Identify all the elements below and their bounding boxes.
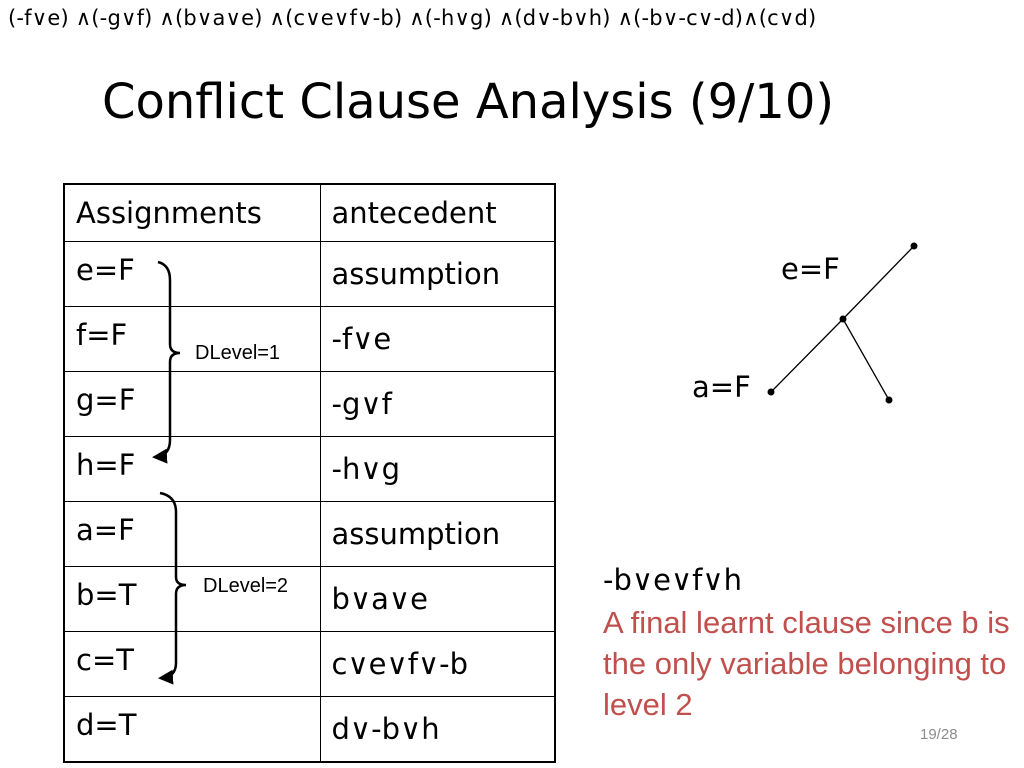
antecedent-cell: c∨e∨f∨-b	[319, 631, 556, 697]
graph-edge	[842, 318, 890, 401]
node-label-e: e=F	[781, 252, 840, 286]
assignment-cell: h=F	[63, 436, 321, 502]
assignment-cell: d=T	[63, 696, 321, 763]
table-row: a=F assumption	[63, 501, 556, 567]
learnt-clause-note: A final learnt clause since b is the onl…	[603, 605, 1010, 722]
assignment-cell: b=T	[63, 566, 321, 632]
cnf-formula: (-f∨e) ∧(-g∨f) ∧(b∨a∨e) ∧(c∨e∨f∨-b) ∧(-h…	[8, 6, 817, 30]
assignment-cell: a=F	[63, 501, 321, 567]
header-assignments: Assignments	[63, 183, 321, 242]
page-number: 19/28	[920, 726, 958, 743]
graph-node	[839, 315, 847, 323]
graph-node	[910, 242, 918, 250]
assignment-table: Assignments antecedent e=F assumption f=…	[63, 183, 556, 763]
brace-level-2	[158, 491, 187, 685]
table-row: h=F -h∨g	[63, 436, 556, 502]
antecedent-cell: assumption	[319, 501, 556, 567]
graph-edge	[842, 245, 915, 320]
graph-node	[885, 396, 893, 404]
node-label-a: a=F	[692, 370, 751, 404]
learnt-clause: -b∨e∨f∨h	[603, 563, 742, 597]
slide-title: Conflict Clause Analysis (9/10)	[102, 74, 835, 130]
dlevel-2-label: DLevel=2	[203, 575, 289, 597]
table-header-row: Assignments antecedent	[63, 183, 556, 242]
table-row: c=T c∨e∨f∨-b	[63, 631, 556, 697]
antecedent-cell: b∨a∨e	[319, 566, 556, 632]
assignment-cell: c=T	[63, 631, 321, 697]
table-row: b=T b∨a∨e	[63, 566, 556, 632]
antecedent-cell: -h∨g	[319, 436, 556, 502]
table-row: g=F -g∨f	[63, 371, 556, 437]
brace-level-1	[152, 260, 181, 464]
table-row: d=T d∨-b∨h	[63, 696, 556, 763]
header-antecedent: antecedent	[319, 183, 556, 242]
assignment-cell: f=F	[63, 306, 321, 372]
graph-edge	[770, 318, 844, 393]
graph-node	[767, 388, 775, 396]
antecedent-cell: d∨-b∨h	[319, 696, 556, 763]
dlevel-1-label: DLevel=1	[195, 342, 281, 364]
